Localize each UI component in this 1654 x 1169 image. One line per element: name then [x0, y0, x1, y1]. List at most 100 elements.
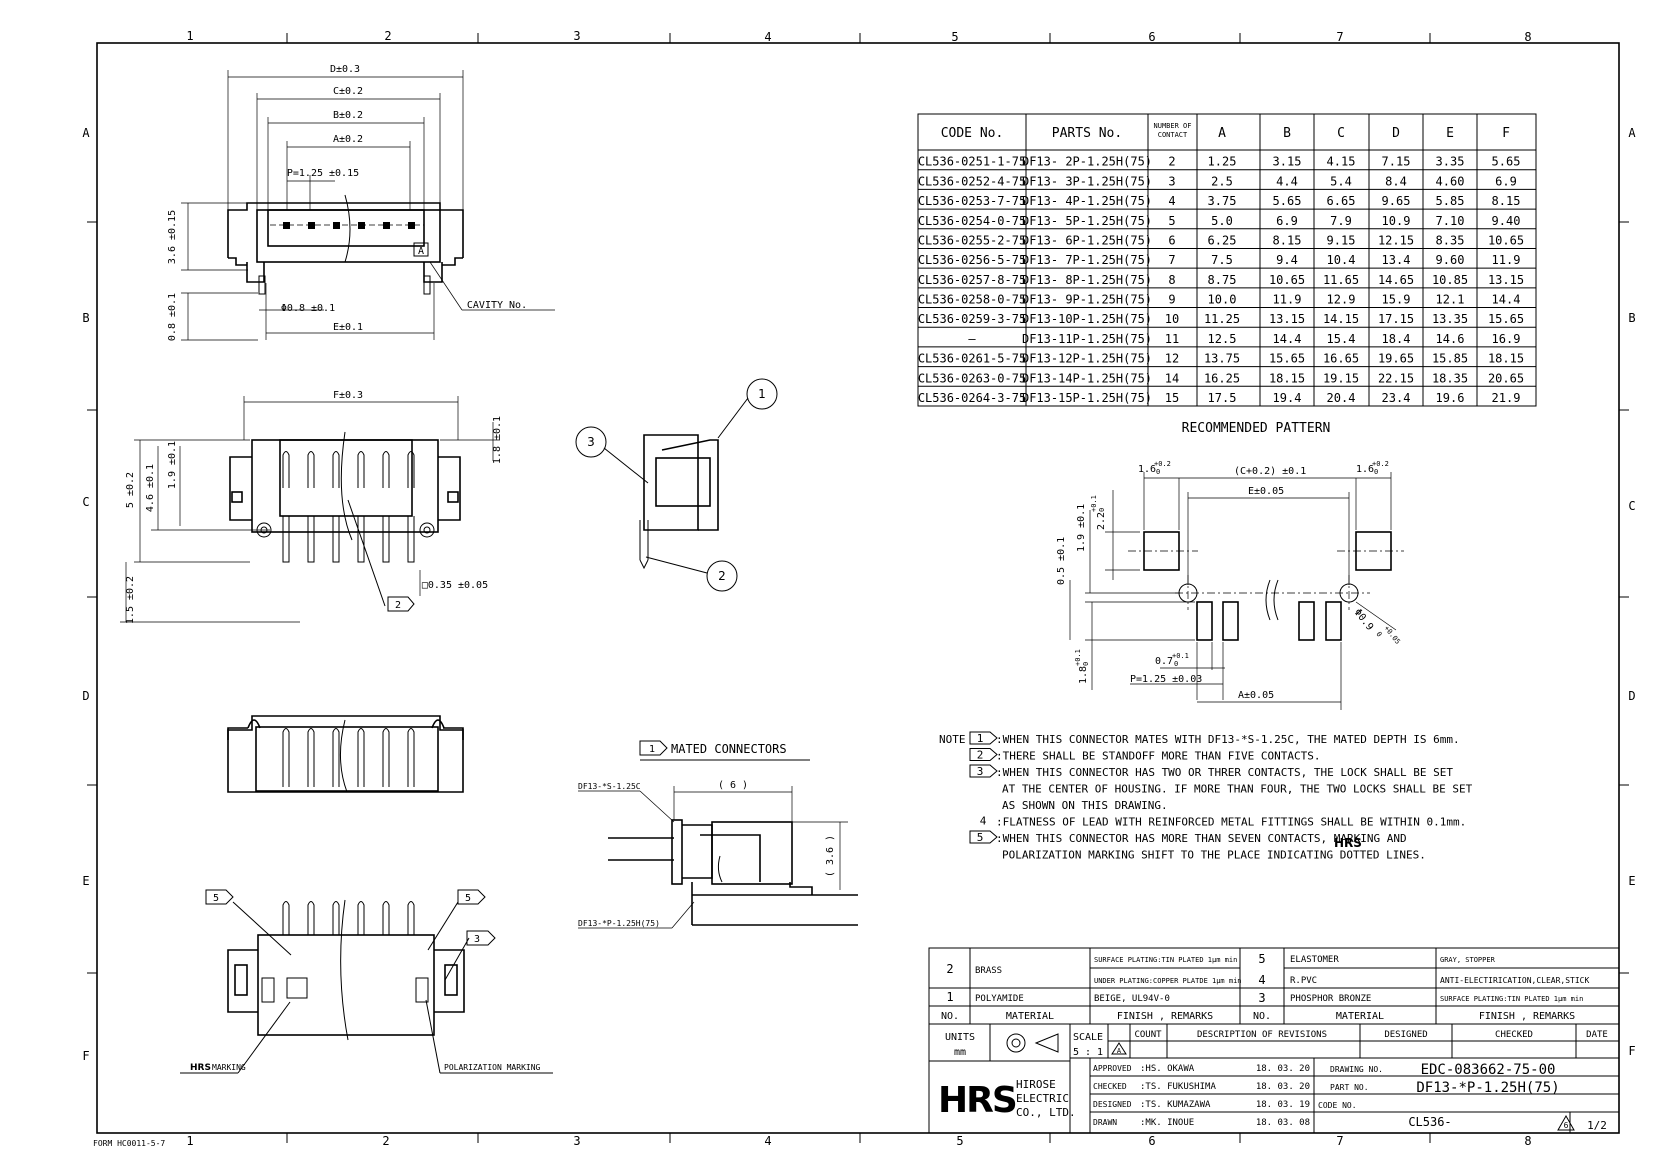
- table-cell: 15.4: [1327, 332, 1356, 346]
- table-cell: 11.9: [1492, 253, 1521, 267]
- dim-d: D±0.3: [330, 64, 360, 75]
- pattern-title: RECOMMENDED PATTERN: [1182, 421, 1331, 436]
- pat-dim-18: 1.8: [1078, 666, 1089, 684]
- table-cell: 18.4: [1382, 332, 1411, 346]
- table-cell: 18.15: [1488, 352, 1524, 366]
- col-d: D: [1392, 126, 1400, 141]
- note-number-box: [969, 764, 998, 778]
- row-label-a: A: [82, 126, 90, 140]
- note-number-box: [969, 731, 998, 745]
- note-number: 4: [980, 815, 987, 828]
- code-no: CL536-: [1408, 1115, 1451, 1129]
- dim-boss: Φ0.8 ±0.1: [281, 303, 335, 314]
- pat-dim-16b-tol-up: +0.2: [1372, 460, 1389, 468]
- revision-number: 6: [1564, 1121, 1569, 1130]
- table-cell: 15.65: [1269, 352, 1305, 366]
- table-cell: 15.85: [1432, 352, 1468, 366]
- table-cell: DF13-11P-1.25H(75): [1022, 332, 1152, 346]
- mated-view: 1 MATED CONNECTORS DF13-*S-1.25C DF13-*P…: [578, 740, 858, 929]
- dim-f: F±0.3: [333, 390, 363, 401]
- note-label: NOTE: [939, 733, 966, 746]
- dim-pitch: P=1.25 ±0.15: [287, 168, 359, 179]
- head-finish: FINISH , REMARKS: [1117, 1011, 1213, 1022]
- company-line-1: HIROSE: [1016, 1078, 1056, 1091]
- col-c: C: [1337, 126, 1345, 141]
- signature-role: DESIGNED: [1093, 1100, 1132, 1109]
- table-cell: 4.15: [1327, 155, 1356, 169]
- scale-value: 5 : 1: [1073, 1047, 1103, 1058]
- table-cell: 11.65: [1323, 273, 1359, 287]
- front-callout-2: 2: [395, 600, 401, 611]
- note-line: :WHEN THIS CONNECTOR HAS TWO OR THRER CO…: [996, 766, 1453, 779]
- signature-date: 18. 03. 20: [1256, 1064, 1310, 1074]
- head-no: NO.: [1253, 1011, 1271, 1022]
- front-view: F±0.3 1.8 ±0.1 5 ±0.2 4.6 ±0.1 1.9 ±0.1 …: [120, 390, 503, 624]
- pat-dim-05: 0.5 ±0.1: [1056, 537, 1067, 585]
- col-label-5: 5: [951, 30, 958, 44]
- dim-b: B±0.2: [333, 110, 363, 121]
- col-code: CODE No.: [941, 126, 1004, 141]
- rev-checked-head: CHECKED: [1495, 1030, 1533, 1040]
- table-cell: 10: [1165, 312, 1179, 326]
- note-line: :WHEN THIS CONNECTOR HAS MORE THAN SEVEN…: [996, 832, 1407, 845]
- table-cell: 10.9: [1382, 214, 1411, 228]
- mated-upper-part: DF13-*S-1.25C: [578, 782, 641, 791]
- table-cell: 9.65: [1382, 194, 1411, 208]
- side-callout-1: 1: [758, 387, 766, 401]
- table-cell: 14.6: [1436, 332, 1465, 346]
- rev-designed-head: DESIGNED: [1384, 1030, 1427, 1040]
- col-label-3: 3: [573, 29, 580, 43]
- signature-role: CHECKED: [1093, 1082, 1127, 1091]
- pat-dim-c: (C+0.2) ±0.1: [1234, 466, 1306, 477]
- table-cell: 20.4: [1327, 391, 1356, 405]
- pat-dim-07-tol-lo: 0: [1174, 660, 1178, 668]
- note-line: :WHEN THIS CONNECTOR MATES WITH DF13-*S-…: [996, 733, 1460, 746]
- table-cell: DF13- 9P-1.25H(75): [1022, 293, 1152, 307]
- col-label-7b: 7: [1336, 1134, 1343, 1148]
- material-name: R.PVC: [1290, 976, 1317, 986]
- row-label-d-r: D: [1628, 689, 1635, 703]
- table-cell: 4.4: [1276, 174, 1298, 188]
- scale-label: SCALE: [1073, 1032, 1103, 1043]
- table-cell: 10.65: [1269, 273, 1305, 287]
- table-cell: 18.15: [1269, 371, 1305, 385]
- col-label-1: 1: [186, 29, 193, 43]
- pat-dim-hole: Φ0.9: [1352, 607, 1376, 633]
- head-no: NO.: [941, 1011, 959, 1022]
- table-cell: 13.15: [1488, 273, 1524, 287]
- table-cell: DF13-14P-1.25H(75): [1022, 371, 1152, 385]
- material-finish: UNDER PLATING:COPPER PLATDE 1μm min: [1094, 977, 1242, 985]
- table-cell: 18.35: [1432, 371, 1468, 385]
- table-cell: 19.4: [1273, 391, 1302, 405]
- table-cell: 4.60: [1436, 174, 1465, 188]
- pat-dim-22-tol-up: +0.1: [1090, 495, 1098, 512]
- table-cell: 15: [1165, 391, 1179, 405]
- table-cell: 10.85: [1432, 273, 1468, 287]
- signature-name: :TS. KUMAZAWA: [1140, 1100, 1211, 1110]
- table-cell: 4: [1168, 194, 1175, 208]
- table-cell: DF13- 2P-1.25H(75): [1022, 155, 1152, 169]
- dim-standoff: 0.8 ±0.1: [167, 293, 178, 341]
- pat-dim-19: 1.9 ±0.1: [1076, 504, 1087, 552]
- table-cell: 15.9: [1382, 293, 1411, 307]
- row-label-f-r: F: [1628, 1044, 1635, 1058]
- dim-46: 4.6 ±0.1: [145, 464, 156, 512]
- head-material: MATERIAL: [1336, 1011, 1384, 1022]
- pat-dim-07: 0.7: [1155, 656, 1173, 667]
- table-cell: DF13- 8P-1.25H(75): [1022, 273, 1152, 287]
- dim-5: 5 ±0.2: [125, 472, 136, 508]
- pat-dim-16a: 1.6: [1138, 464, 1156, 475]
- pat-dim-hole-tol-up: +0.05: [1382, 624, 1401, 646]
- table-cell: 6.9: [1276, 214, 1298, 228]
- side-view: 1 2 3: [575, 378, 778, 592]
- mated-dim-36: ( 3.6 ): [825, 835, 836, 877]
- mated-callout: 1: [649, 744, 655, 755]
- note-number: 2: [977, 749, 984, 762]
- bottom-callout-5a: 5: [213, 893, 219, 904]
- material-name: PHOSPHOR BRONZE: [1290, 994, 1371, 1004]
- material-no: 5: [1258, 952, 1265, 966]
- table-cell: 8.4: [1385, 174, 1407, 188]
